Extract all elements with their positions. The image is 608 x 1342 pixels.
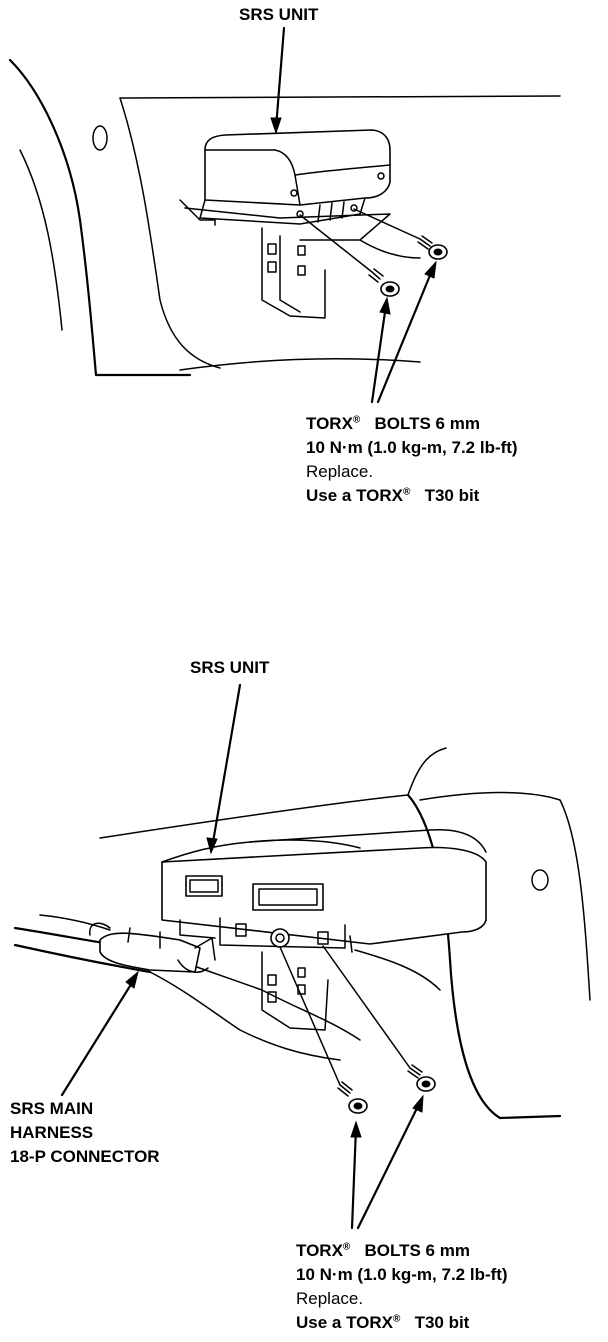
figure2-harness-line1: SRS MAIN — [10, 1099, 94, 1118]
figure2-harness-line3: 18-P CONNECTOR — [10, 1147, 160, 1166]
figure2-srs-unit-label: SRS UNIT — [190, 658, 270, 677]
figure1-bolt-title: TORX® BOLTS 6 mm — [306, 413, 480, 435]
figure1-replace-note: Replace. — [306, 462, 374, 481]
figure2-bit-note: Use a TORX® T30 bit — [296, 1312, 469, 1334]
figure1-bit-prefix: Use a TORX — [306, 486, 404, 505]
registered-mark: ® — [352, 414, 361, 426]
figure2-leader-lines — [60, 683, 424, 1230]
figure2-bolt-title: TORX® BOLTS 6 mm — [296, 1240, 470, 1262]
figure1-body-panel — [8, 58, 561, 377]
figure1-bolt-size: BOLTS 6 mm — [374, 414, 480, 433]
figure2-bit-prefix: Use a TORX — [296, 1313, 394, 1332]
figure1-bit-size: T30 bit — [424, 486, 480, 505]
registered-mark: ® — [393, 1313, 401, 1325]
figure2-srs-unit — [13, 828, 487, 1061]
figure1-srs-unit-label: SRS UNIT — [239, 5, 319, 24]
figure1-torx-word: TORX — [306, 414, 353, 433]
registered-mark: ® — [403, 486, 411, 498]
figure1-bit-note: Use a TORX® T30 bit — [306, 485, 479, 507]
figure2-torx-word: TORX — [296, 1241, 343, 1260]
figure2-bit-size: T30 bit — [414, 1313, 470, 1332]
registered-mark: ® — [342, 1241, 351, 1253]
figure1-torx-bolts — [299, 208, 448, 297]
figure2-torque-spec: 10 N·m (1.0 kg-m, 7.2 lb-ft) — [296, 1265, 508, 1284]
figure1-leader-lines — [270, 26, 437, 404]
figure2-harness-line2: HARNESS — [10, 1123, 94, 1142]
figure1-torque-spec: 10 N·m (1.0 kg-m, 7.2 lb-ft) — [306, 438, 518, 457]
figure2-bolt-size: BOLTS 6 mm — [364, 1241, 470, 1260]
figure2-torx-bolts — [279, 945, 436, 1114]
figure2-replace-note: Replace. — [296, 1289, 364, 1308]
figure1-srs-unit — [199, 129, 391, 225]
